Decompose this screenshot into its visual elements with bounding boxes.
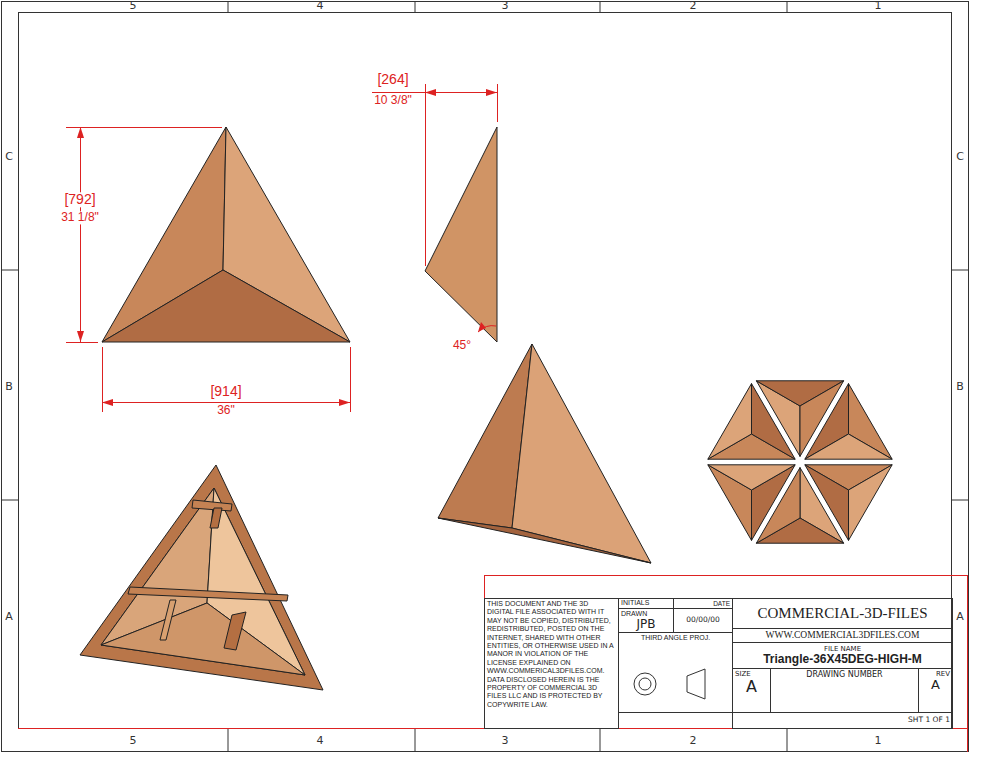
back-view — [80, 465, 323, 690]
notice-text: THIS DOCUMENT AND THE 3D DIGITAL FILE AS… — [484, 598, 619, 729]
side-view — [425, 127, 497, 342]
projection-symbol — [634, 669, 705, 699]
zone-number: 5 — [130, 0, 137, 12]
title-cell: DRAWNJPB — [618, 608, 674, 633]
cell-text: THIRD ANGLE PROJ. — [641, 634, 710, 642]
zone-number: 1 — [875, 735, 882, 747]
sheet-frame — [1, 1, 969, 752]
angle-label: 45° — [453, 339, 471, 352]
dimension-inch: 10 3/8" — [372, 94, 414, 107]
triangle-face — [805, 434, 892, 459]
cell-text: DRAWN — [621, 610, 647, 618]
cell-text: SHT 1 OF 1 — [908, 716, 950, 725]
triangle-face — [849, 465, 893, 541]
triangle-face — [708, 465, 795, 490]
front-view — [102, 127, 350, 342]
dimension-lines — [66, 84, 498, 412]
zone-number: 3 — [502, 735, 509, 747]
cell-text: THIS DOCUMENT AND THE 3D DIGITAL FILE AS… — [487, 600, 616, 709]
title-cell: WWW.COMMERCIAL3DFILES.COM — [732, 628, 953, 643]
title-cell: 00/00/00 — [673, 608, 733, 633]
dimension-mm: [792] — [62, 192, 97, 207]
zone-number: 2 — [690, 0, 697, 12]
zone-letter: A — [956, 611, 964, 623]
zone-letter: B — [5, 381, 13, 393]
title-cell: SHT 1 OF 1 — [732, 712, 953, 729]
zone-letter: C — [5, 151, 13, 163]
dimension-inch: 36" — [215, 404, 237, 417]
cell-text: DRAWING NUMBER — [806, 670, 882, 679]
triangle-face — [708, 384, 752, 460]
cell-text: WWW.COMMERCIAL3DFILES.COM — [766, 630, 920, 641]
title-cell: FILE NAMETriangle-36X45DEG-HIGH-M — [732, 642, 953, 669]
dimension-inch: 31 1/8" — [59, 211, 101, 224]
isometric-view — [438, 344, 651, 563]
cell-text: Triangle-36X45DEG-HIGH-M — [763, 653, 922, 667]
zone-number: 4 — [317, 735, 324, 747]
cell-text: DATE — [713, 600, 730, 607]
title-cell: REVA — [918, 668, 953, 713]
zone-letter: B — [956, 381, 964, 393]
zone-letter: A — [5, 611, 13, 623]
title-cell: SIZEA — [732, 668, 771, 713]
cell-text: COMMERCIAL-3D-FILES — [757, 605, 927, 622]
cell-text: JPB — [636, 618, 655, 632]
hexagon-arrangement — [708, 381, 892, 543]
zone-number: 2 — [690, 735, 697, 747]
company-name: COMMERCIAL-3D-FILES — [732, 598, 953, 629]
zone-letter: C — [956, 151, 964, 163]
cell-text: FILE NAME — [824, 645, 861, 653]
cell-text: A — [746, 678, 757, 696]
cell-text: 00/00/00 — [686, 616, 720, 625]
zone-number: 5 — [130, 735, 137, 747]
title-cell: THIRD ANGLE PROJ. — [618, 632, 733, 713]
cell-text: INITIALS — [621, 599, 649, 607]
zone-number: 3 — [502, 0, 509, 12]
zone-number: 4 — [317, 0, 324, 12]
dimension-mm: [264] — [375, 72, 410, 87]
cell-text: A — [931, 678, 940, 693]
title-cell: DRAWING NUMBER — [770, 668, 919, 713]
cell-text: SIZE — [735, 670, 751, 678]
zone-number: 1 — [875, 0, 882, 12]
cell-text: REV — [936, 670, 950, 678]
dimension-mm: [914] — [208, 384, 243, 399]
